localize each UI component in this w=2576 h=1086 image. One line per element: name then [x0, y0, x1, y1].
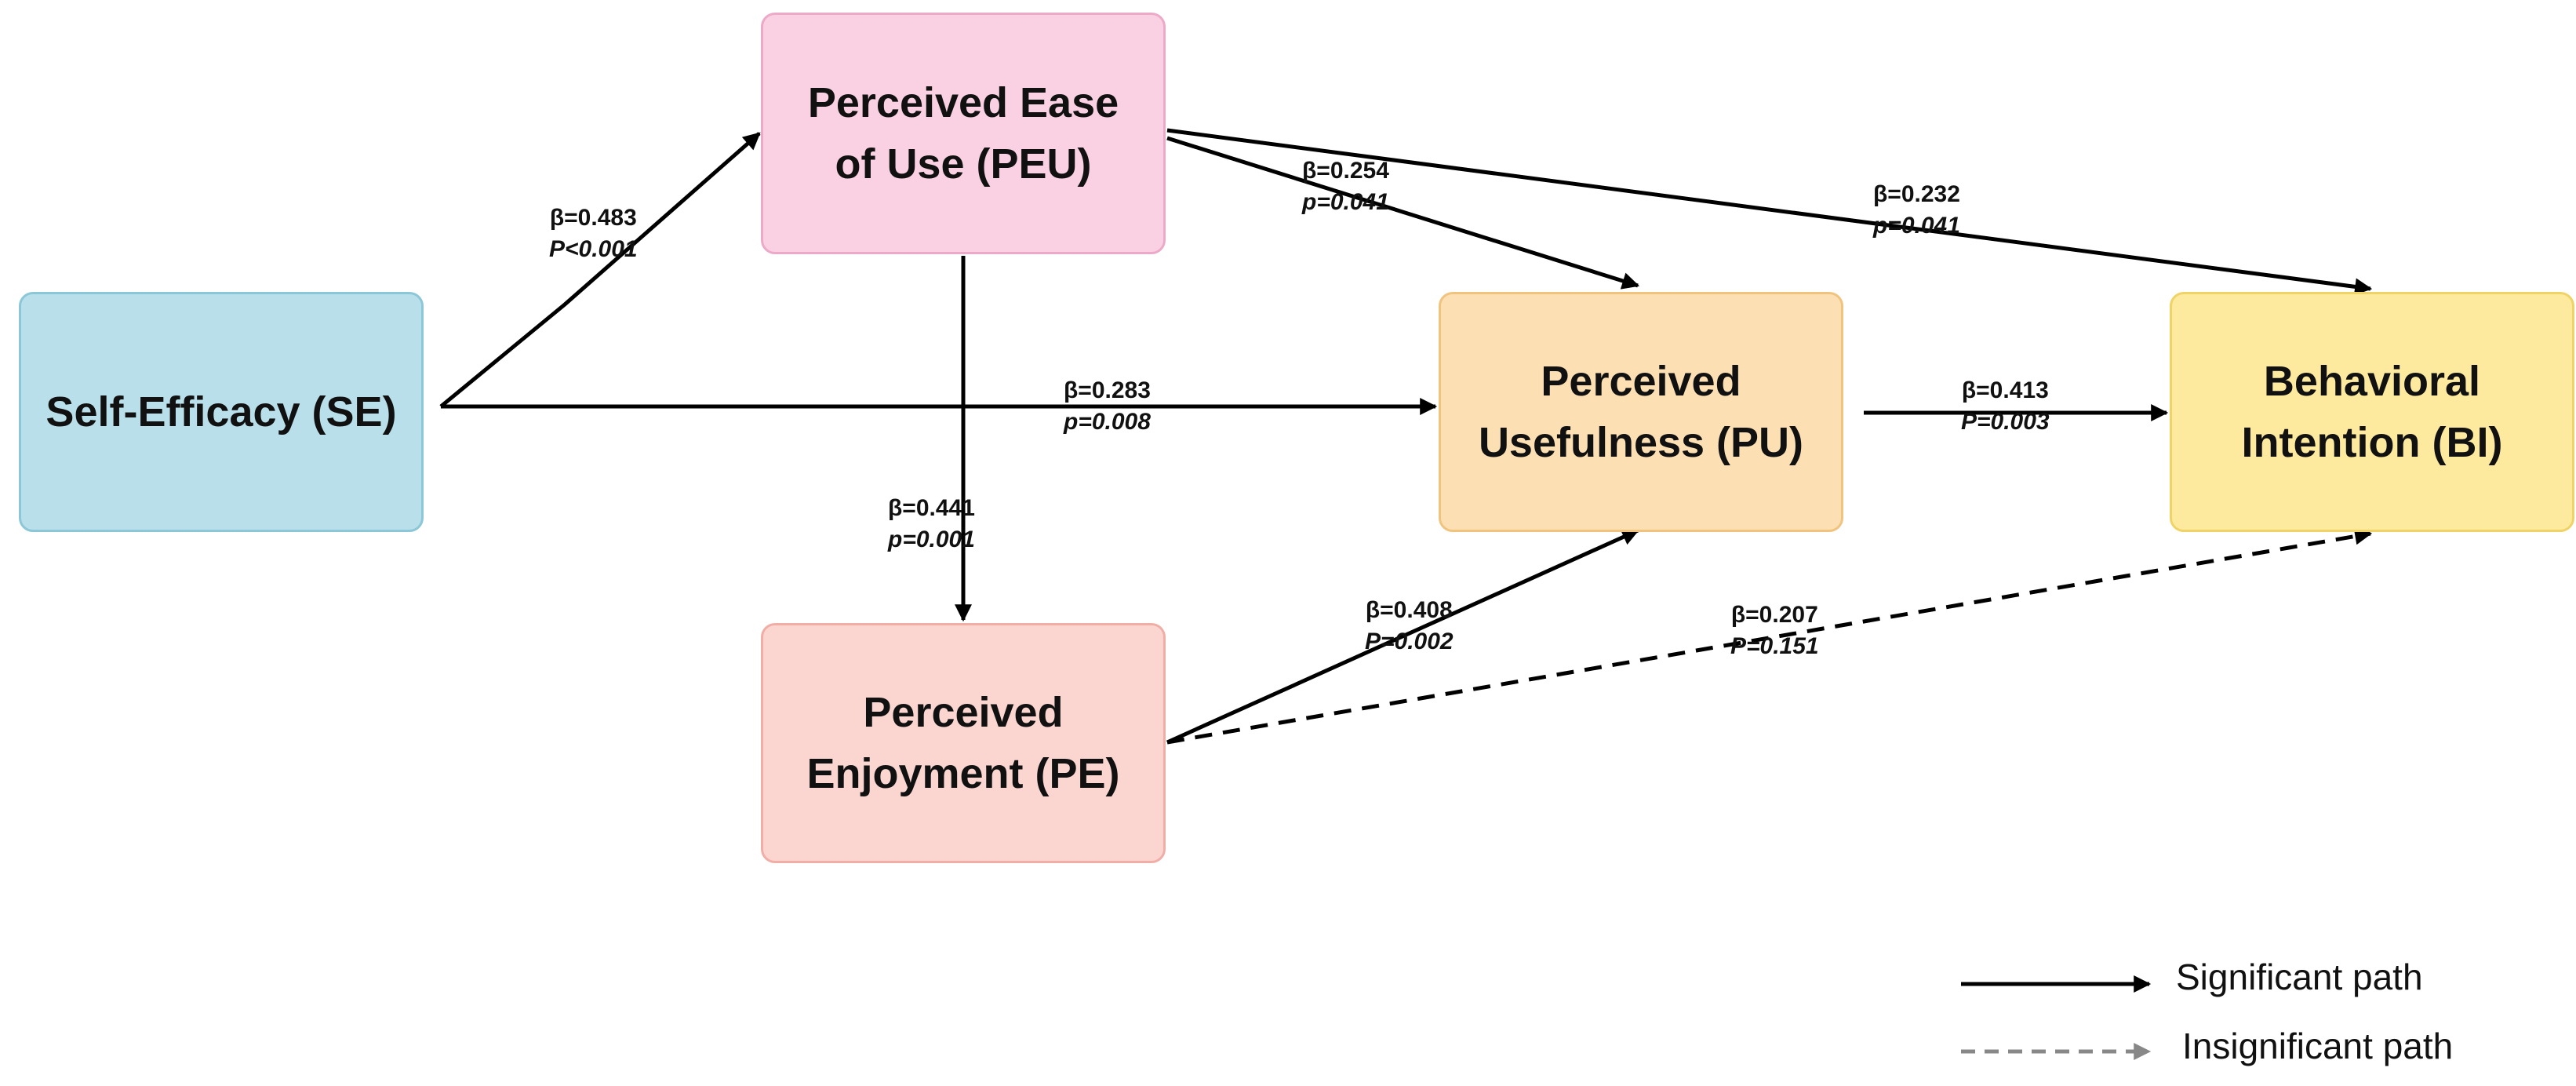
- beta-label: β=0.441: [888, 495, 975, 521]
- legend-significant-label: Significant path: [2176, 957, 2423, 997]
- p-value-label: p=0.041: [1302, 188, 1389, 215]
- p-value-label: p=0.041: [1873, 212, 1960, 239]
- path-pe-bi-line: [1166, 527, 2373, 745]
- p-value-label: P<0.001: [549, 235, 638, 262]
- beta-label: β=0.207: [1730, 602, 1818, 628]
- coef-peu-pe: β=0.441 p=0.001: [888, 493, 975, 556]
- beta-label: β=0.232: [1873, 181, 1960, 207]
- node-behavioral-intention: Behavioral Intention (BI): [2170, 292, 2574, 532]
- p-value-label: p=0.008: [1064, 408, 1151, 435]
- p-value-label: P=0.151: [1730, 632, 1819, 659]
- node-perceived-enjoyment: Perceived Enjoyment (PE): [761, 623, 1166, 863]
- beta-label: β=0.483: [549, 205, 637, 231]
- coef-se-peu: β=0.483 P<0.001: [549, 202, 638, 265]
- beta-label: β=0.413: [1961, 377, 2049, 403]
- path-se-peu-line: [439, 132, 761, 408]
- p-value-label: P=0.002: [1365, 628, 1454, 654]
- coef-pe-bi: β=0.207 P=0.151: [1730, 599, 1819, 662]
- path-peu-bi-line: [1166, 128, 2373, 296]
- coef-pe-pu: β=0.408 P=0.002: [1365, 595, 1454, 658]
- coef-se-pu: β=0.283 p=0.008: [1064, 375, 1151, 438]
- beta-label: β=0.283: [1064, 377, 1151, 403]
- p-value-label: p=0.001: [888, 526, 975, 552]
- coef-pu-bi: β=0.413 P=0.003: [1961, 375, 2050, 438]
- coef-peu-bi: β=0.232 p=0.041: [1873, 179, 1960, 242]
- path-pe-pu-line: [1166, 528, 1640, 745]
- p-value-label: P=0.003: [1961, 408, 2050, 435]
- node-perceived-usefulness: Perceived Usefulness (PU): [1439, 292, 1843, 532]
- path-peu-pu-line: [1166, 136, 1640, 290]
- node-self-efficacy: Self-Efficacy (SE): [19, 292, 424, 532]
- beta-label: β=0.254: [1302, 158, 1389, 184]
- coef-peu-pu: β=0.254 p=0.041: [1302, 155, 1389, 218]
- legend-insignificant-label: Insignificant path: [2182, 1026, 2454, 1066]
- node-perceived-ease-of-use: Perceived Ease of Use (PEU): [761, 13, 1166, 254]
- beta-label: β=0.408: [1365, 597, 1453, 623]
